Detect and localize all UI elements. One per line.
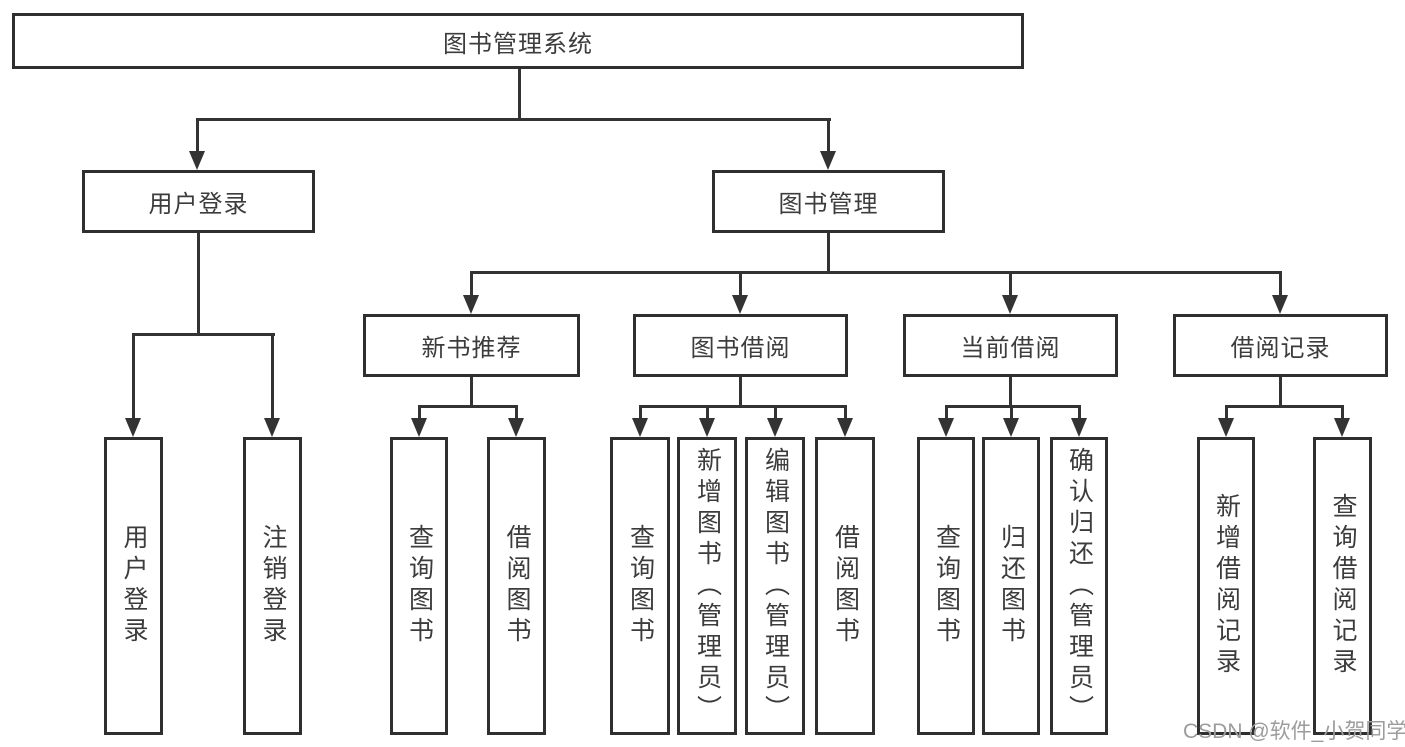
arrowhead-icon xyxy=(189,151,205,170)
leaf-query-books-3: 查询图书 xyxy=(917,437,975,735)
connector-borrow-stem xyxy=(739,377,742,407)
leaf-add-books-admin: 新增图书（管理员） xyxy=(677,437,737,735)
connector-records-drop xyxy=(1279,271,1282,297)
connector-drop xyxy=(844,405,847,419)
node-borrow-records-label: 借阅记录 xyxy=(1230,335,1331,362)
arrowhead-icon xyxy=(1334,418,1350,437)
arrowhead-icon xyxy=(1003,418,1019,437)
arrowhead-icon xyxy=(767,418,783,437)
connector-recommend-drop xyxy=(470,271,473,297)
leaf-borrow-books-1-label: 借阅图书 xyxy=(503,524,531,648)
arrowhead-icon xyxy=(125,418,141,437)
node-book-management: 图书管理 xyxy=(712,170,945,233)
leaf-add-borrow-record: 新增借阅记录 xyxy=(1197,437,1255,735)
connector-borrow-bar xyxy=(639,405,847,408)
arrowhead-icon xyxy=(732,295,748,314)
connector-current-stem xyxy=(1009,377,1012,407)
connector-drop xyxy=(1225,405,1228,419)
connector-drop xyxy=(774,405,777,419)
node-user-login-label: 用户登录 xyxy=(148,191,249,218)
node-book-management-label: 图书管理 xyxy=(778,191,879,218)
arrowhead-icon xyxy=(264,418,280,437)
leaf-add-borrow-record-label: 新增借阅记录 xyxy=(1212,493,1241,679)
connector-recommend-bar xyxy=(418,405,518,408)
leaf-logout: 注销登录 xyxy=(243,437,302,735)
leaf-borrow-books-1: 借阅图书 xyxy=(487,437,546,735)
arrowhead-icon xyxy=(837,418,853,437)
arrowhead-icon xyxy=(1002,295,1018,314)
connector-drop xyxy=(639,405,642,419)
connector-mgmt-stem xyxy=(827,233,830,273)
connector-login-child2-drop xyxy=(271,333,274,419)
node-new-book-recommend-label: 新书推荐 xyxy=(421,335,522,362)
node-root-label: 图书管理系统 xyxy=(443,30,593,58)
connector-login-drop xyxy=(196,118,199,152)
node-book-borrow: 图书借阅 xyxy=(633,314,848,377)
connector-root-bar xyxy=(196,118,831,121)
leaf-query-borrow-record: 查询借阅记录 xyxy=(1313,437,1372,735)
leaf-return-books-label: 归还图书 xyxy=(997,524,1026,648)
leaf-borrow-books-2: 借阅图书 xyxy=(815,437,875,735)
node-root: 图书管理系统 xyxy=(12,13,1024,69)
leaf-add-books-admin-label: 新增图书（管理员） xyxy=(693,446,722,726)
arrowhead-icon xyxy=(463,295,479,314)
connector-current-drop xyxy=(1009,271,1012,297)
leaf-return-books: 归还图书 xyxy=(982,437,1040,735)
connector-recommend-stem xyxy=(470,377,473,407)
arrowhead-icon xyxy=(938,418,954,437)
arrowhead-icon xyxy=(820,151,836,170)
leaf-query-books-1-label: 查询图书 xyxy=(405,524,434,648)
node-current-borrow-label: 当前借阅 xyxy=(960,335,1061,362)
node-new-book-recommend: 新书推荐 xyxy=(363,314,580,377)
node-book-borrow-label: 图书借阅 xyxy=(690,335,791,362)
arrowhead-icon xyxy=(1218,418,1234,437)
leaf-logout-label: 注销登录 xyxy=(259,524,287,648)
connector-drop xyxy=(1078,405,1081,419)
leaf-query-books-2: 查询图书 xyxy=(610,437,670,735)
connector-drop xyxy=(418,405,421,419)
csdn-watermark: CSDN @软件_小贺同学 xyxy=(1183,720,1405,743)
leaf-edit-books-admin-label: 编辑图书（管理员） xyxy=(761,446,790,726)
connector-drop xyxy=(945,405,948,419)
connector-mgmt-bar xyxy=(470,271,1282,274)
leaf-query-books-3-label: 查询图书 xyxy=(932,524,961,648)
connector-drop xyxy=(515,405,518,419)
arrowhead-icon xyxy=(1272,295,1288,314)
leaf-query-books-1: 查询图书 xyxy=(390,437,448,735)
connector-drop xyxy=(1341,405,1344,419)
arrowhead-icon xyxy=(508,418,524,437)
connector-current-bar xyxy=(945,405,1081,408)
connector-login-child1-drop xyxy=(132,333,135,419)
leaf-user-login-label: 用户登录 xyxy=(120,524,148,648)
arrowhead-icon xyxy=(1071,418,1087,437)
connector-records-stem xyxy=(1279,377,1282,407)
connector-drop xyxy=(1010,405,1013,419)
connector-login-bar xyxy=(132,333,275,336)
connector-mgmt-drop xyxy=(827,118,830,152)
leaf-query-books-2-label: 查询图书 xyxy=(626,524,655,648)
node-user-login: 用户登录 xyxy=(82,170,315,233)
leaf-confirm-return-admin: 确认归还（管理员） xyxy=(1050,437,1108,735)
connector-records-bar xyxy=(1225,405,1344,408)
arrowhead-icon xyxy=(699,418,715,437)
arrowhead-icon xyxy=(632,418,648,437)
leaf-user-login: 用户登录 xyxy=(104,437,163,735)
leaf-query-borrow-record-label: 查询借阅记录 xyxy=(1329,493,1357,679)
connector-drop xyxy=(706,405,709,419)
leaf-edit-books-admin: 编辑图书（管理员） xyxy=(745,437,805,735)
leaf-borrow-books-2-label: 借阅图书 xyxy=(831,524,860,648)
connector-login-stem xyxy=(197,233,200,335)
connector-root-stem xyxy=(518,69,521,121)
leaf-confirm-return-admin-label: 确认归还（管理员） xyxy=(1065,446,1094,726)
node-current-borrow: 当前借阅 xyxy=(903,314,1118,377)
connector-borrow-drop xyxy=(739,271,742,297)
arrowhead-icon xyxy=(411,418,427,437)
node-borrow-records: 借阅记录 xyxy=(1173,314,1388,377)
